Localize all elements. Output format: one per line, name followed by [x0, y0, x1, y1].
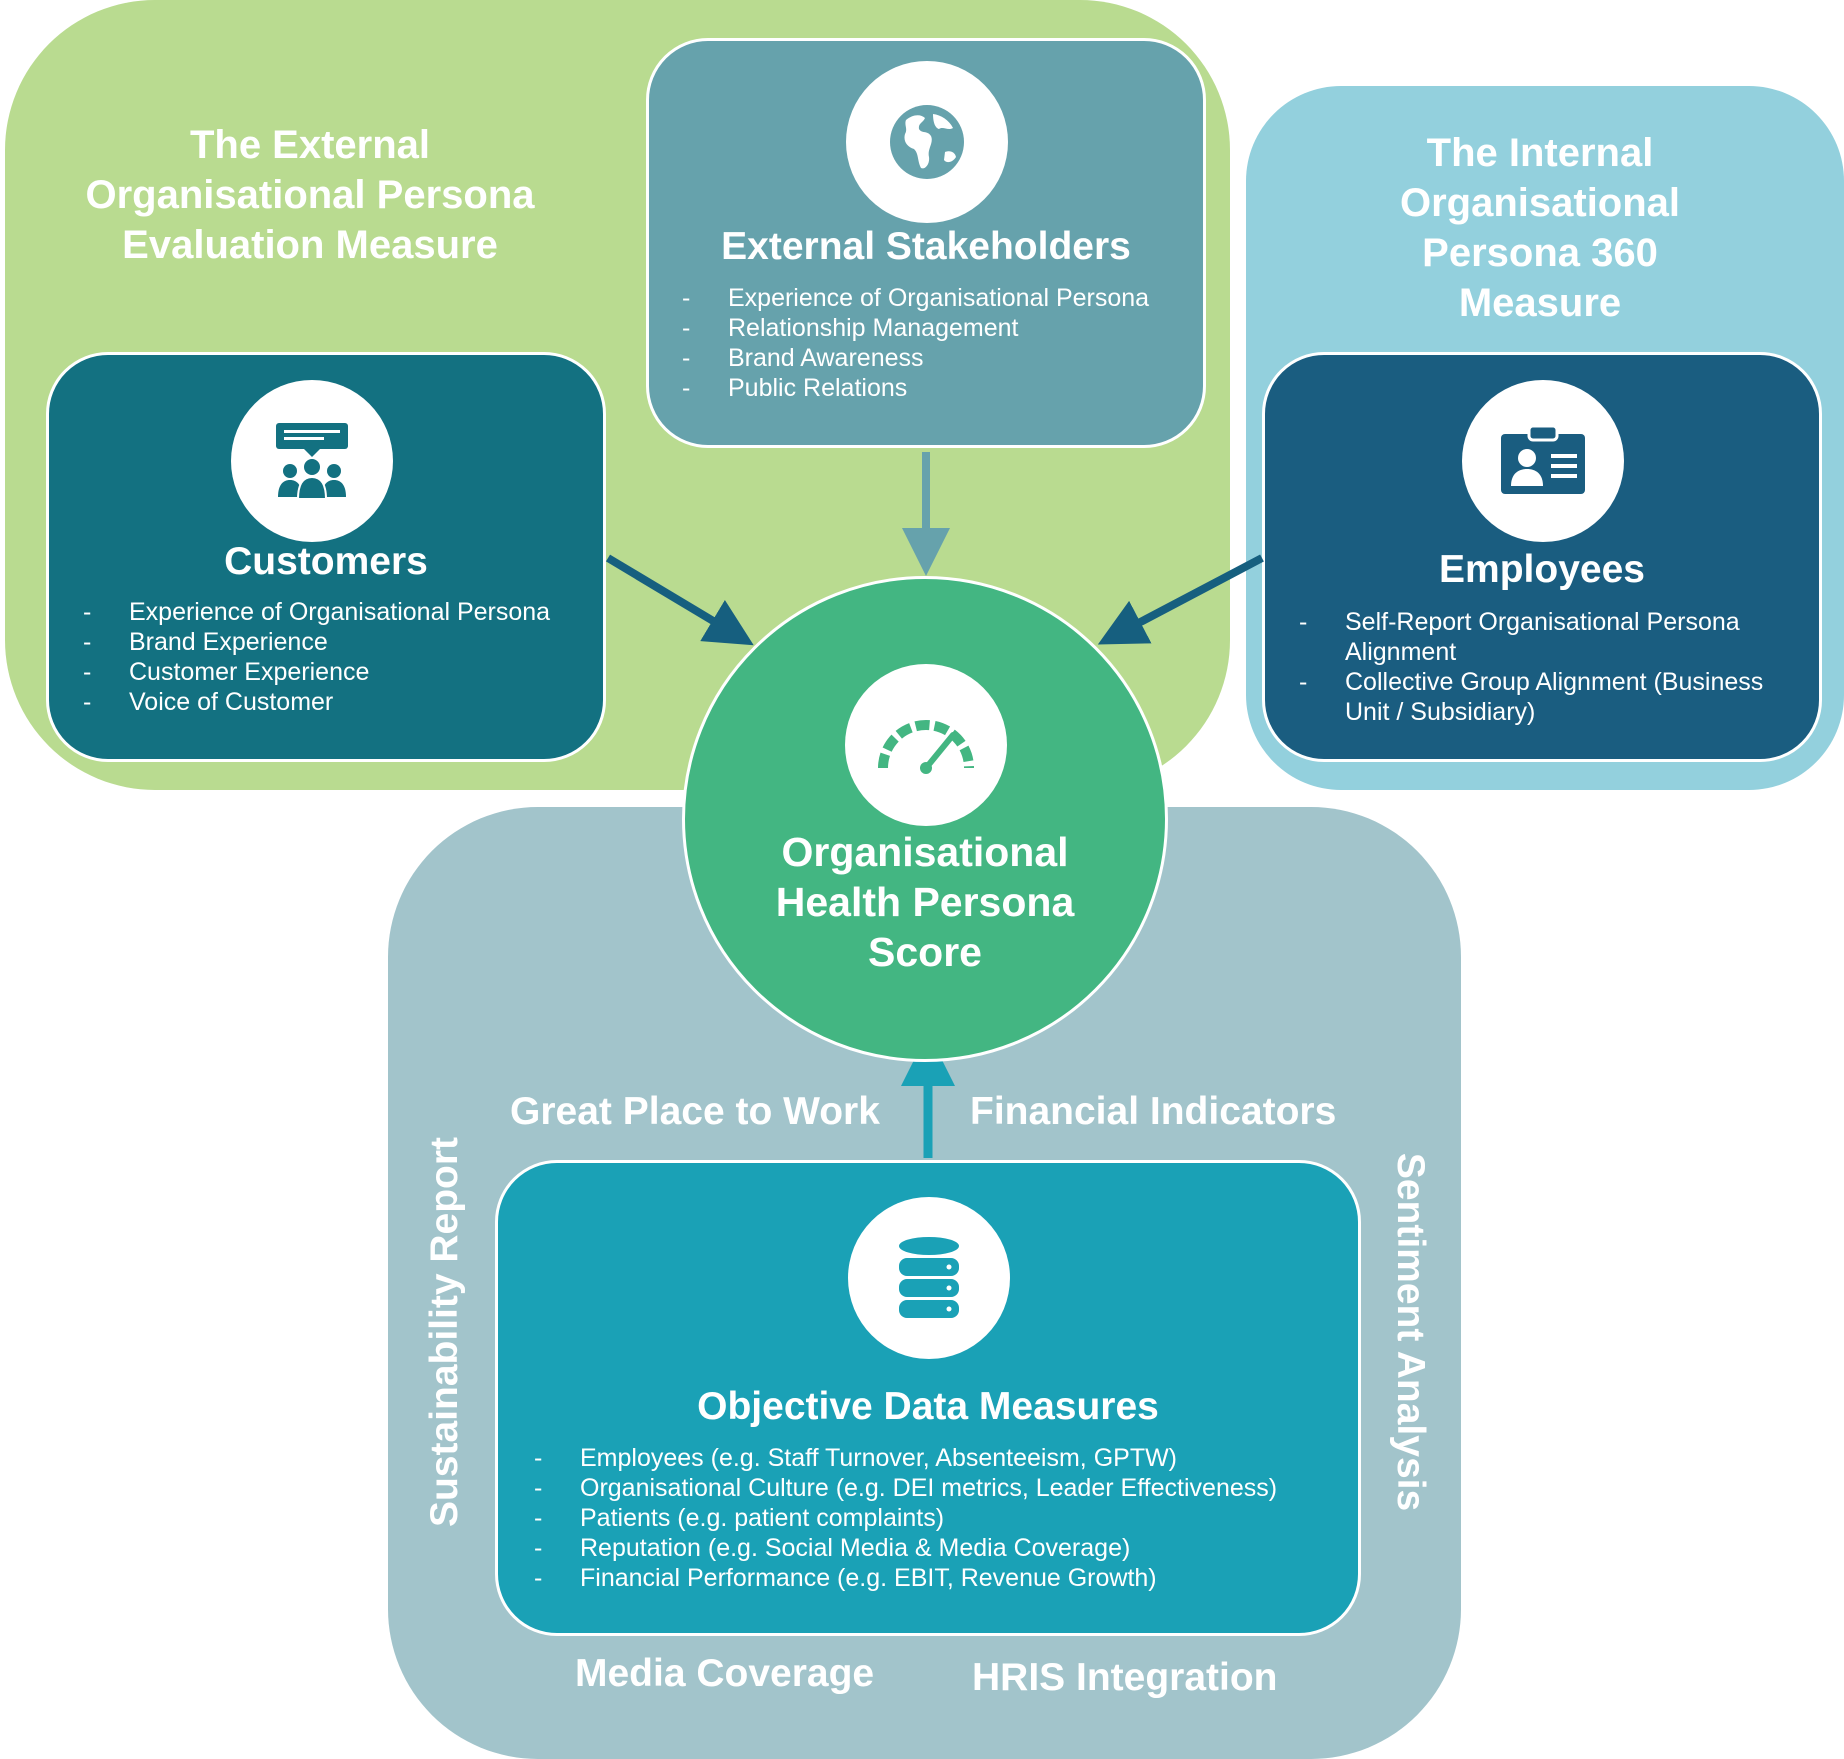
- list-item: Organisational Culture (e.g. DEI metrics…: [534, 1473, 1334, 1503]
- speedometer-icon-circle: [845, 664, 1007, 826]
- external-stakeholders-list: Experience of Organisational Persona Rel…: [682, 283, 1182, 403]
- customers-title: Customers: [224, 540, 428, 583]
- health-persona-score-title: Organisational Health Persona Score: [775, 829, 1075, 975]
- media-coverage-label: Media Coverage: [575, 1652, 875, 1695]
- objective-data-title: Objective Data Measures: [697, 1385, 1159, 1428]
- list-item: Financial Performance (e.g. EBIT, Revenu…: [534, 1563, 1334, 1593]
- globe-icon-circle: [846, 61, 1008, 223]
- list-item: Reputation (e.g. Social Media & Media Co…: [534, 1533, 1334, 1563]
- hris-integration-label: HRIS Integration: [972, 1656, 1278, 1699]
- list-item: Employees (e.g. Staff Turnover, Absentee…: [534, 1443, 1334, 1473]
- globe-icon: [890, 105, 964, 179]
- sustainability-report-label: Sustainability Report: [423, 1136, 466, 1528]
- objective-data-list: Employees (e.g. Staff Turnover, Absentee…: [534, 1443, 1334, 1593]
- external-stakeholders-card: External Stakeholders Experience of Orga…: [646, 38, 1206, 448]
- list-item: Customer Experience: [83, 657, 583, 687]
- sentiment-analysis-label: Sentiment Analysis: [1389, 1152, 1432, 1512]
- list-item: Patients (e.g. patient complaints): [534, 1503, 1334, 1533]
- list-item: Brand Experience: [83, 627, 583, 657]
- audience-presentation-icon: [276, 423, 348, 500]
- id-badge-icon: [1501, 426, 1585, 494]
- financial-indicators-label: Financial Indicators: [970, 1090, 1337, 1133]
- employees-list: Self-Report Organisational Persona Align…: [1299, 607, 1779, 727]
- database-icon: [899, 1237, 959, 1318]
- external-zone-title: The External Organisational Persona Eval…: [85, 123, 535, 267]
- list-item: Experience of Organisational Persona: [682, 283, 1182, 313]
- customers-card: Customers Experience of Organisational P…: [46, 352, 606, 762]
- employees-card: Employees Self-Report Organisational Per…: [1262, 352, 1822, 762]
- list-item: Relationship Management: [682, 313, 1182, 343]
- arrow-employees-to-center: [1097, 554, 1264, 645]
- great-place-to-work-label: Great Place to Work: [510, 1090, 880, 1133]
- employees-title: Employees: [1439, 548, 1645, 591]
- internal-zone-title: The Internal Organisational Persona 360 …: [1399, 131, 1681, 325]
- database-icon-circle: [848, 1197, 1010, 1359]
- list-item: Brand Awareness: [682, 343, 1182, 373]
- speedometer-icon: [878, 720, 974, 774]
- customers-list: Experience of Organisational Persona Bra…: [83, 597, 583, 717]
- objective-data-card: Objective Data Measures Employees (e.g. …: [495, 1160, 1361, 1636]
- list-item: Self-Report Organisational Persona Align…: [1299, 607, 1779, 667]
- list-item: Voice of Customer: [83, 687, 583, 717]
- list-item: Public Relations: [682, 373, 1182, 403]
- id-badge-icon-circle: [1462, 380, 1624, 542]
- list-item: Experience of Organisational Persona: [83, 597, 583, 627]
- arrow-customers-to-center: [605, 554, 754, 646]
- external-stakeholders-title: External Stakeholders: [721, 225, 1131, 268]
- audience-icon-circle: [231, 380, 393, 542]
- list-item: Collective Group Alignment (Business Uni…: [1299, 667, 1779, 727]
- health-persona-score-circle: Organisational Health Persona Score: [682, 576, 1168, 1062]
